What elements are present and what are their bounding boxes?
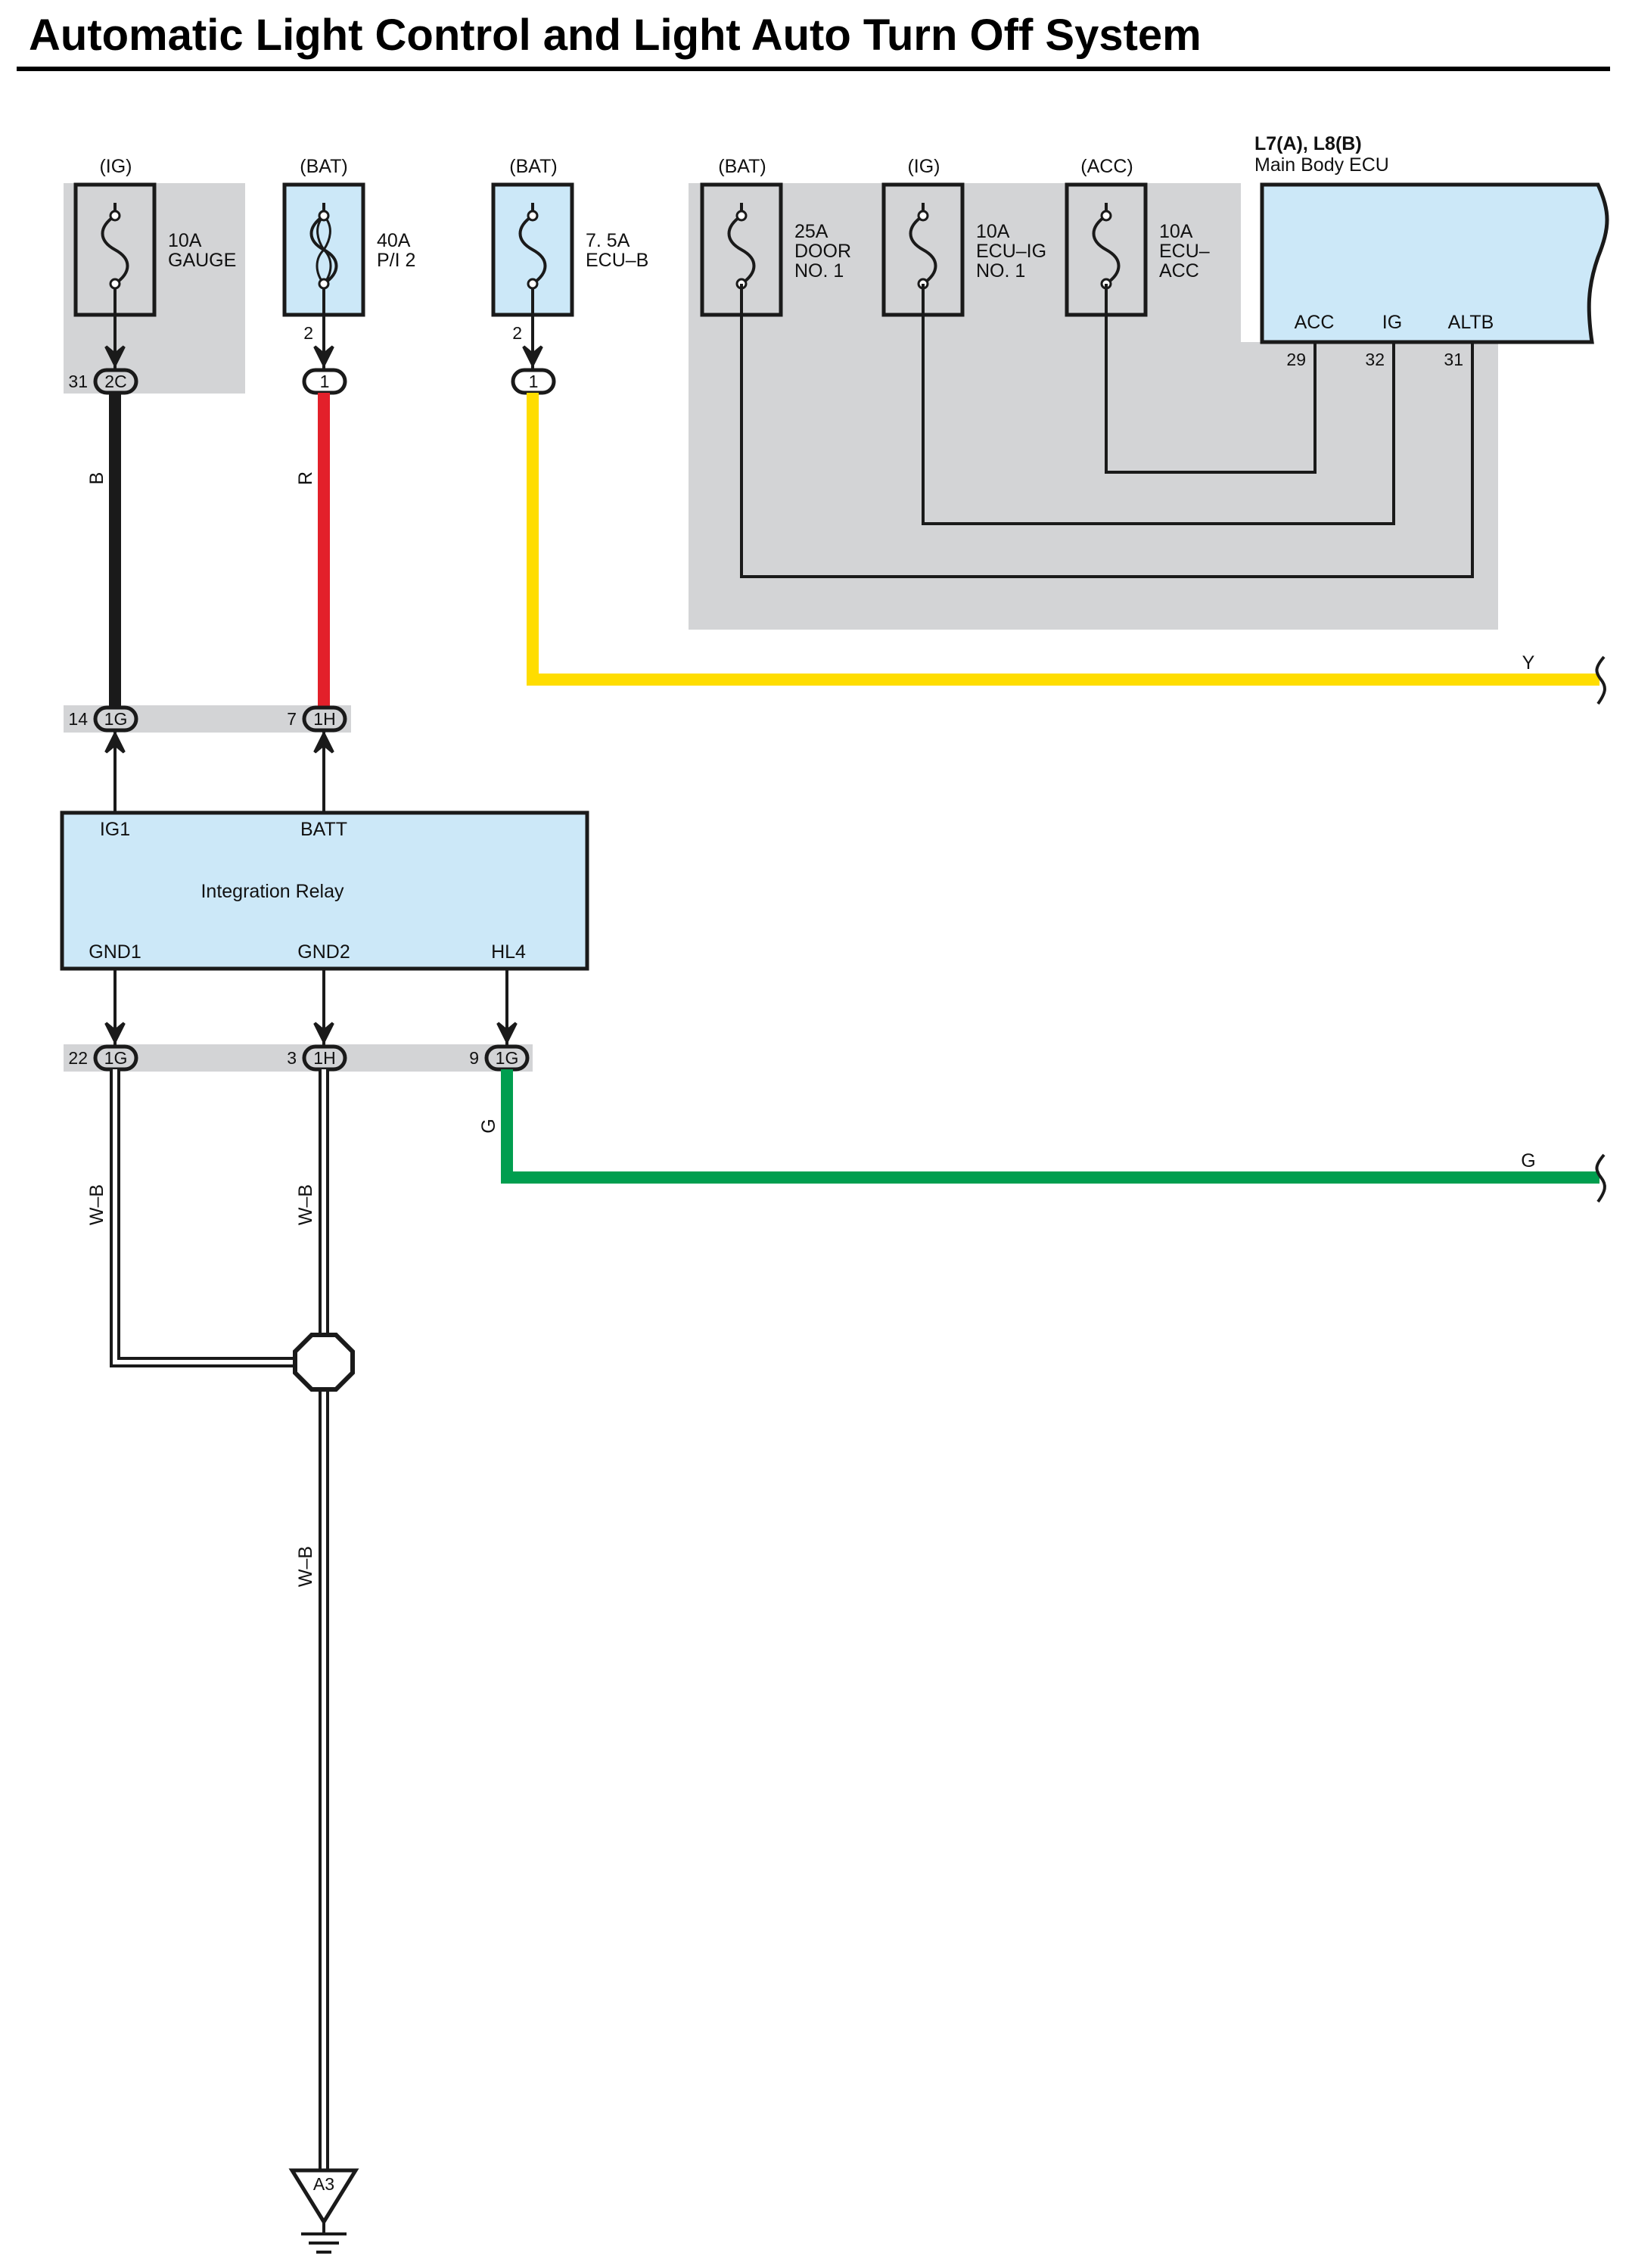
fuse-ecuacc-source: (ACC) [1080,156,1133,177]
connector-2c-id: 2C [104,372,126,391]
connector-1h-gnd2-id: 1H [313,1048,335,1068]
connector-1g-top-pin: 14 [68,709,88,729]
relay-pin-ig1: IG1 [100,819,130,840]
wire-ground-label: W–B [295,1546,316,1587]
connector-1h-top-id: 1H [313,709,335,729]
ecu-pin-ig-number: 32 [1365,350,1385,369]
integration-relay: IG1 BATT Integration Relay GND1 GND2 HL4 [60,810,589,971]
fuse-pi2-name: P/I 2 [377,250,415,271]
relay-pin-batt: BATT [300,819,347,840]
wire-black-label: B [86,472,107,485]
main-body-ecu-name: Main Body ECU [1254,154,1389,176]
connector-ecub-id: 1 [529,372,539,391]
ecu-pin-acc-number: 29 [1286,350,1306,369]
connector-1h-top-pin: 7 [287,709,297,729]
connector-1g-gnd1-id: 1G [104,1048,128,1068]
fuse-ecuig-name: ECU–IG [976,241,1046,262]
connector-1g-hl4-pin: 9 [469,1048,479,1068]
fuse-door-name: DOOR [794,241,851,262]
ecu-pin-altb-label: ALTB [1448,312,1494,333]
ecu-pin-acc-label: ACC [1295,312,1335,333]
connector-pi2-id: 1 [320,372,330,391]
fuse-door-name2: NO. 1 [794,260,844,282]
wire-gnd2-label: W–B [295,1184,316,1225]
connector-1h-gnd2-pin: 3 [287,1048,297,1068]
page-title: Automatic Light Control and Light Auto T… [29,11,1202,60]
fuse-gauge-rating: 10A [168,230,202,251]
relay-pin-hl4: HL4 [491,941,526,963]
relay-pin-gnd1: GND1 [89,941,141,963]
wire-yellow-label: Y [1522,652,1535,674]
fuse-door-rating: 25A [794,221,828,242]
fuse-ecub: 7. 5A ECU–B [491,182,648,317]
connector-1g-gnd1-pin: 22 [68,1048,88,1068]
fuse-pi2: 40A P/I 2 [282,182,415,317]
wire-red-label: R [295,471,316,485]
connector-2c-pin: 31 [68,372,88,391]
ground-wires: W–B W–B W–B [86,1069,329,2170]
relay-bottom-connectors: 1G 22 1H 3 1G 9 [68,969,530,1072]
yellow-wire-continuation [1595,655,1606,705]
fuse-ecuacc-name: ECU– [1159,241,1210,262]
fuse-ecuig-name2: NO. 1 [976,260,1025,282]
connector-1g-top-id: 1G [104,709,128,729]
wire-green-label: G [478,1118,499,1133]
fuse-gauge: 10A GAUGE [73,182,236,317]
fuse-ecuig-source: (IG) [907,156,940,177]
wire-gnd1-label: W–B [86,1184,107,1225]
fuse-source-labels: (IG) (BAT) (BAT) (BAT) (IG) (ACC) [99,156,1133,177]
wire-yellow [527,393,1599,686]
fuse-ecuig-rating: 10A [976,221,1010,242]
ecu-pin-altb-number: 31 [1444,350,1463,369]
relay-top-connectors: 1G 14 1H 7 [68,705,347,813]
fuse-pi2-rating: 40A [377,230,411,251]
ground-a3-id: A3 [313,2174,334,2194]
fuse-pi2-pin: 2 [303,323,313,343]
relay-bottom-connector-shade [64,1044,533,1072]
fuse-ecuacc-rating: 10A [1159,221,1193,242]
fuse-door-source: (BAT) [718,156,766,177]
ground-a3: A3 [288,2168,359,2254]
wire-green [501,1069,1599,1184]
green-wire-continuation [1595,1153,1606,1203]
connector-1g-hl4-id: 1G [496,1048,519,1068]
relay-name: Integration Relay [201,881,344,902]
fuse-ecub-source: (BAT) [509,156,557,177]
main-body-ecu: L7(A), L8(B) Main Body ECU ACC IG ALTB 2… [1254,133,1609,369]
fuse-ecub-rating: 7. 5A [586,230,630,251]
fuse-ecuacc-name2: ACC [1159,260,1199,282]
fuse-pi2-source: (BAT) [300,156,347,177]
junction-block-wiring [740,284,1474,578]
fuse-ecub-name: ECU–B [586,250,648,271]
ecu-pin-ig-label: IG [1382,312,1402,333]
fuse-gauge-source: (IG) [99,156,132,177]
fuse-ecub-pin: 2 [512,323,522,343]
main-body-ecu-ref: L7(A), L8(B) [1254,133,1362,154]
splice-point [293,1333,355,1392]
relay-pin-gnd2: GND2 [297,941,350,963]
fuse-gauge-name: GAUGE [168,250,236,271]
wire-green-end-label: G [1521,1150,1535,1171]
